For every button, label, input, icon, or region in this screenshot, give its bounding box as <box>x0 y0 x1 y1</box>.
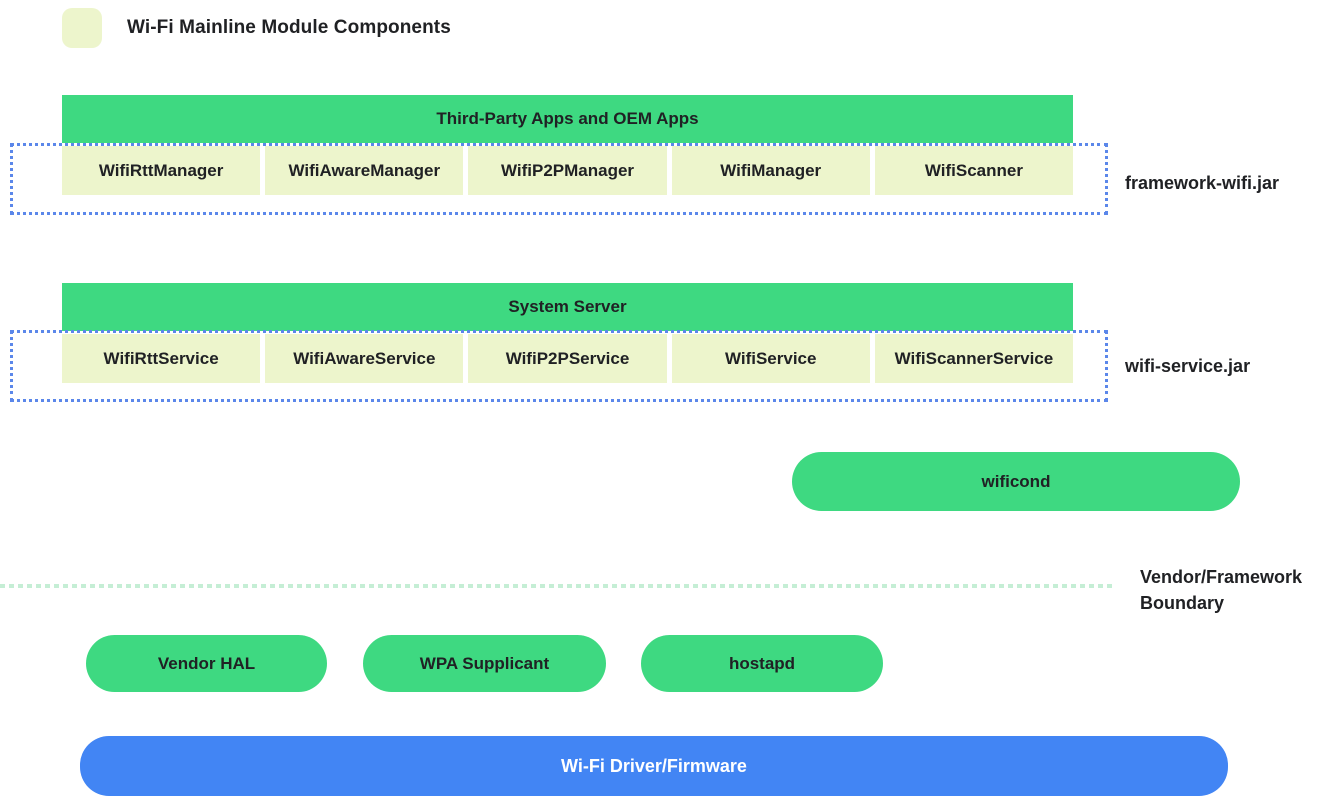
vendor-framework-boundary-label: Vendor/Framework Boundary <box>1140 567 1303 613</box>
box-wifi-aware-manager: WifiAwareManager <box>265 146 464 195</box>
legend-label: Wi-Fi Mainline Module Components <box>127 17 451 38</box>
wifi-driver-firmware-bar: Wi-Fi Driver/Firmware <box>80 736 1228 796</box>
vendor-hal-pill: Vendor HAL <box>86 635 327 692</box>
box-wifi-p2p-manager: WifiP2PManager <box>468 146 667 195</box>
wifi-service-box-row: WifiRttService WifiAwareService WifiP2PS… <box>62 334 1074 383</box>
wifi-service-jar-label: wifi-service.jar <box>1125 355 1251 376</box>
box-wifi-rtt-manager: WifiRttManager <box>62 146 261 195</box>
box-wifi-p2p-service: WifiP2PService <box>468 334 667 383</box>
hostapd-pill: hostapd <box>641 635 883 692</box>
system-server-bar: System Server <box>62 283 1073 331</box>
box-wifi-service: WifiService <box>671 334 870 383</box>
system-server-label: System Server <box>508 297 627 316</box>
vendor-framework-boundary-line <box>0 584 1115 588</box>
box-wifi-manager: WifiManager <box>671 146 870 195</box>
third-party-apps-label: Third-Party Apps and OEM Apps <box>436 109 699 128</box>
wificond-pill: wificond <box>792 452 1240 511</box>
box-wifi-aware-service: WifiAwareService <box>265 334 464 383</box>
box-wifi-scanner-service: WifiScannerService <box>874 334 1074 383</box>
mainline-module-swatch-icon <box>62 8 102 48</box>
box-wifi-scanner: WifiScanner <box>874 146 1074 195</box>
framework-wifi-box-row: WifiRttManager WifiAwareManager WifiP2PM… <box>62 146 1074 195</box>
third-party-apps-bar: Third-Party Apps and OEM Apps <box>62 95 1073 143</box>
framework-wifi-jar-label: framework-wifi.jar <box>1125 172 1280 193</box>
box-wifi-rtt-service: WifiRttService <box>62 334 261 383</box>
wpa-supplicant-pill: WPA Supplicant <box>363 635 606 692</box>
legend: Wi-Fi Mainline Module Components <box>62 8 451 48</box>
